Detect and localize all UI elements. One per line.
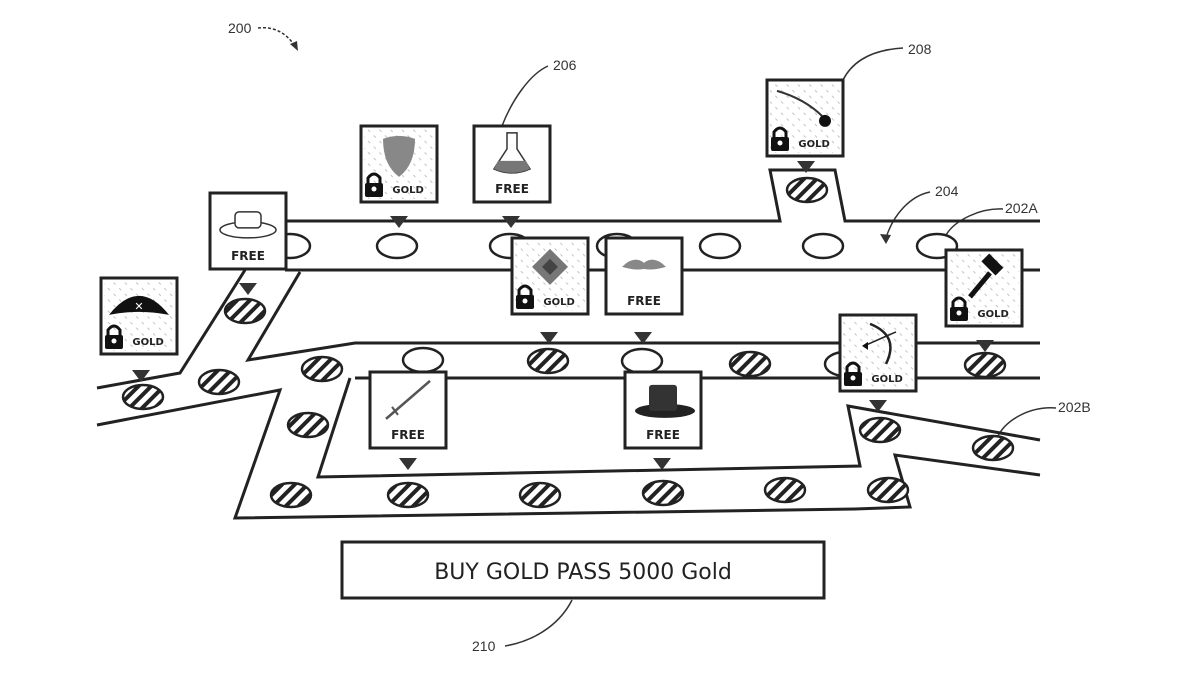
potion-flask-icon xyxy=(492,132,532,174)
ref-label-204: 204 xyxy=(880,183,959,244)
tile-pointer-arrow xyxy=(634,332,652,344)
tile-pointers xyxy=(132,161,994,470)
reward-node-empty[interactable] xyxy=(698,232,742,260)
tile-tier-label: GOLD xyxy=(871,374,902,385)
reward-node-empty[interactable] xyxy=(401,346,445,374)
reward-tile-potion[interactable]: FREE xyxy=(472,124,552,204)
tile-tier-label: FREE xyxy=(231,249,265,263)
reward-tile-gem[interactable]: GOLD xyxy=(510,236,590,316)
reward-node-empty[interactable] xyxy=(375,232,419,260)
tile-tier-label: FREE xyxy=(627,294,661,308)
lock-icon xyxy=(844,361,862,386)
lock-icon xyxy=(516,284,534,309)
lock-icon xyxy=(365,172,383,197)
reward-node-claimable[interactable] xyxy=(197,368,241,396)
ref-label-210: 210 xyxy=(472,599,573,654)
lock-icon xyxy=(950,296,968,321)
ref-208-text: 208 xyxy=(908,41,932,57)
tile-pointer-arrow xyxy=(653,458,671,470)
reward-node-claimable[interactable] xyxy=(763,476,807,504)
tile-tier-label: GOLD xyxy=(392,185,423,196)
reward-node-claimable[interactable] xyxy=(785,176,829,204)
reward-node-claimable[interactable] xyxy=(866,476,910,504)
reward-node-claimable[interactable] xyxy=(518,481,562,509)
svg-text:✕: ✕ xyxy=(134,300,143,313)
buy-gold-pass-button[interactable]: BUY GOLD PASS 5000 Gold xyxy=(340,540,826,600)
reward-tile-pirate-hat[interactable]: ✕ GOLD xyxy=(99,276,179,356)
reward-tile-sword[interactable]: FREE xyxy=(368,370,448,450)
reward-node-claimable[interactable] xyxy=(386,481,430,509)
ref-204-text: 204 xyxy=(935,183,959,199)
reward-tiles: ✕ GOLD FREE GOLD FREE GOLD FREE GOLD GOLD FREE FRE… xyxy=(99,78,1024,450)
reward-tile-hammer[interactable]: GOLD xyxy=(944,248,1024,328)
tile-tier-label: GOLD xyxy=(977,309,1008,320)
tile-tier-label: GOLD xyxy=(132,337,163,348)
tile-tier-label: FREE xyxy=(495,182,529,196)
reward-node-claimable[interactable] xyxy=(300,355,344,383)
shield-icon xyxy=(383,135,415,177)
reward-node-claimable[interactable] xyxy=(971,434,1015,462)
reward-node-claimable[interactable] xyxy=(269,481,313,509)
tile-tier-label: FREE xyxy=(391,428,425,442)
reward-node-claimable[interactable] xyxy=(641,479,685,507)
ref-202B-text: 202B xyxy=(1058,399,1091,415)
cutlass-icon xyxy=(776,89,831,127)
tile-pointer-arrow xyxy=(797,161,815,173)
bow-arrow-icon xyxy=(862,322,897,365)
ref-label-206: 206 xyxy=(501,57,577,127)
sword-icon xyxy=(385,379,431,420)
ref-206-text: 206 xyxy=(553,57,577,73)
ref-210-text: 210 xyxy=(472,638,496,654)
hammer-icon xyxy=(968,253,1004,299)
straw-hat-icon xyxy=(219,211,277,239)
tile-pointer-arrow xyxy=(399,458,417,470)
ref-label-202A: 202A xyxy=(945,200,1038,236)
reward-node-claimable[interactable] xyxy=(858,416,902,444)
tile-pointer-arrow xyxy=(502,216,520,228)
top-hat-icon xyxy=(635,384,695,418)
mustache-icon xyxy=(622,259,666,270)
lock-icon xyxy=(105,324,123,349)
reward-node-claimable[interactable] xyxy=(728,350,772,378)
ref-label-208: 208 xyxy=(842,41,932,81)
tile-pointer-arrow xyxy=(132,370,150,382)
reward-node-empty[interactable] xyxy=(801,232,845,260)
reward-tile-top-hat[interactable]: FREE xyxy=(623,370,703,450)
reward-node-claimable[interactable] xyxy=(121,383,165,411)
ref-202A-text: 202A xyxy=(1005,200,1038,216)
tile-pointer-arrow xyxy=(540,332,558,344)
gem-icon xyxy=(532,248,568,285)
reward-tile-bow[interactable]: GOLD xyxy=(838,313,918,393)
tile-tier-label: GOLD xyxy=(543,297,574,308)
tile-pointer-arrow xyxy=(869,400,887,412)
reward-node-claimable[interactable] xyxy=(526,347,570,375)
pirate-hat-icon: ✕ xyxy=(109,295,169,315)
ref-label-200: 200 xyxy=(228,20,298,51)
lock-icon xyxy=(771,126,789,151)
tile-tier-label: FREE xyxy=(646,428,680,442)
reward-node-claimable[interactable] xyxy=(286,411,330,439)
reward-tile-mustache[interactable]: FREE xyxy=(604,236,684,316)
reward-tile-cutlass[interactable]: GOLD xyxy=(765,78,845,158)
tile-pointer-arrow xyxy=(976,340,994,352)
reward-node-claimable[interactable] xyxy=(223,297,267,325)
reward-node-claimable[interactable] xyxy=(963,351,1007,379)
reward-tile-straw-hat[interactable]: FREE xyxy=(208,191,288,271)
tile-pointer-arrow xyxy=(239,283,257,295)
ref-label-202B: 202B xyxy=(996,399,1091,439)
tile-tier-label: GOLD xyxy=(798,139,829,150)
ref-200-text: 200 xyxy=(228,20,252,36)
reward-tile-shield[interactable]: GOLD xyxy=(359,124,439,204)
reward-node-empty[interactable] xyxy=(620,347,664,375)
tile-pointer-arrow xyxy=(390,216,408,228)
buy-gold-pass-label: BUY GOLD PASS 5000 Gold xyxy=(434,560,732,585)
